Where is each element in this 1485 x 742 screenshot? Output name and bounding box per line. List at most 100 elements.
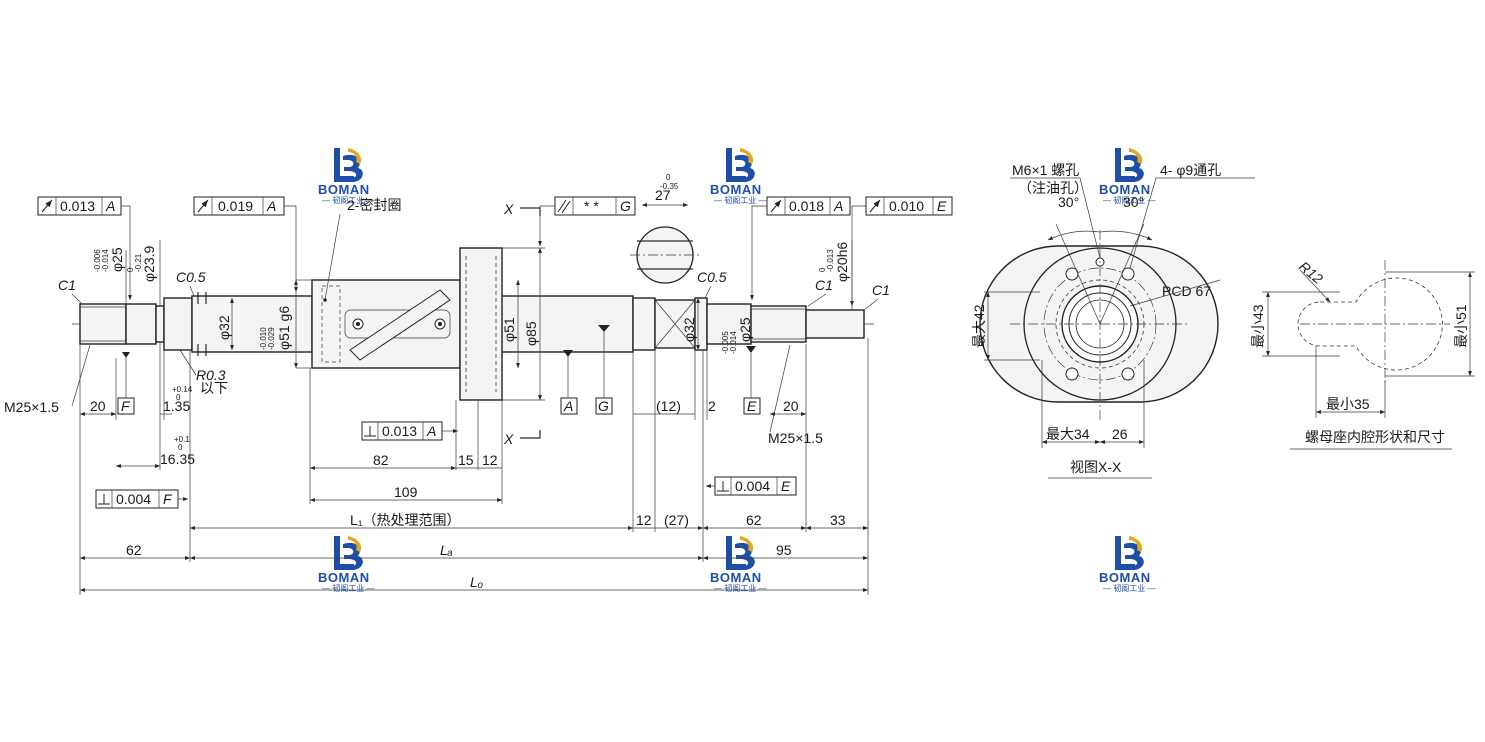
svg-text:82: 82: [373, 452, 389, 468]
svg-text:X: X: [503, 431, 514, 447]
boman-logo-5: BOMAN — 韧阁工业 —: [710, 536, 766, 593]
svg-text:-0.005: -0.005: [721, 331, 730, 354]
svg-text:12: 12: [482, 452, 498, 468]
svg-text:BOMAN: BOMAN: [1099, 182, 1151, 197]
svg-text:62: 62: [746, 512, 762, 528]
svg-text:20: 20: [90, 398, 106, 414]
svg-text:φ20h6: φ20h6: [834, 242, 850, 282]
svg-text:0.004: 0.004: [735, 478, 770, 494]
svg-text:15: 15: [458, 452, 474, 468]
svg-text:-0.014: -0.014: [101, 249, 110, 272]
svg-text:— 韧阁工业 —: — 韧阁工业 —: [1103, 583, 1155, 593]
svg-text:PCD 67: PCD 67: [1162, 283, 1211, 299]
tol-frame-runout-mid: 0.019 A: [193, 196, 298, 292]
svg-text:G: G: [598, 398, 609, 414]
svg-text:E: E: [937, 198, 947, 214]
svg-text:A: A: [833, 198, 843, 214]
seal-label: 2-密封圈: [347, 197, 401, 213]
svg-text:最大34: 最大34: [1046, 426, 1090, 442]
svg-text:R0.3: R0.3: [196, 367, 226, 383]
svg-text:0.004: 0.004: [116, 491, 151, 507]
svg-text:φ32: φ32: [681, 317, 697, 342]
svg-text:-0.35: -0.35: [660, 182, 679, 191]
svg-text:C0.5: C0.5: [176, 269, 206, 285]
svg-text:A: A: [266, 198, 276, 214]
svg-text:BOMAN: BOMAN: [318, 182, 370, 197]
svg-text:X: X: [503, 201, 514, 217]
svg-text:-0.013: -0.013: [826, 249, 835, 272]
svg-text:Lₐ: Lₐ: [440, 542, 453, 558]
svg-text:20: 20: [783, 398, 799, 414]
svg-text:C1: C1: [815, 277, 833, 293]
svg-text:16.35: 16.35: [160, 451, 195, 467]
tol-frame-runout-left: 0.013 A: [37, 196, 132, 300]
svg-text:— 韧阁工业 —: — 韧阁工业 —: [322, 583, 374, 593]
tol-frame-perp-left: 0.004 F: [95, 489, 188, 509]
length-dims: 20 1.35 +0.14 0 16.35 +0.1 0 82 15 12 10…: [79, 338, 869, 595]
view-x-title: 视图X-X: [1070, 459, 1122, 475]
svg-text:BOMAN: BOMAN: [318, 570, 370, 585]
svg-text:109: 109: [394, 484, 418, 500]
svg-text:12: 12: [636, 512, 652, 528]
svg-text:M25×1.5: M25×1.5: [4, 399, 59, 415]
svg-text:C1: C1: [872, 282, 890, 298]
svg-text:-0.006: -0.006: [93, 249, 102, 272]
svg-text:φ25: φ25: [109, 247, 125, 272]
svg-text:M25×1.5: M25×1.5: [768, 430, 823, 446]
svg-text:最大42: 最大42: [971, 304, 987, 348]
svg-text:A: A: [563, 398, 573, 414]
boman-logo-6: BOMAN — 韧阁工业 —: [1099, 536, 1155, 593]
dim-flat-27: 27: [655, 187, 671, 203]
svg-text:M6×1 螺孔: M6×1 螺孔: [1012, 162, 1079, 178]
svg-text:0: 0: [666, 173, 671, 182]
svg-text:(27): (27): [664, 512, 689, 528]
shaft-labels: 2-密封圈 X X C1 C0.5 C0.5 C1 C1 R0.3 以下 M25…: [4, 197, 890, 447]
tol-frame-runout-right2: 0.010 E: [850, 196, 953, 306]
svg-text:E: E: [781, 478, 791, 494]
svg-text:0: 0: [178, 443, 183, 452]
svg-text:-0.029: -0.029: [267, 327, 276, 350]
svg-text:BOMAN: BOMAN: [1099, 570, 1151, 585]
svg-text:0.013: 0.013: [382, 423, 417, 439]
tol-frame-parallel: * * G: [538, 196, 636, 246]
svg-text:φ51: φ51: [501, 317, 517, 342]
svg-text:（注油孔）: （注油孔）: [1018, 180, 1088, 196]
svg-text:0: 0: [176, 393, 181, 402]
svg-text:-0.014: -0.014: [729, 331, 738, 354]
svg-text:-0.010: -0.010: [259, 327, 268, 350]
tol-frame-perp-right: 0.004 E: [706, 476, 797, 496]
svg-text:62: 62: [126, 542, 142, 558]
boman-logo-2: BOMAN — 韧阁工业 —: [710, 148, 766, 205]
svg-text:2: 2: [708, 398, 716, 414]
svg-text:BOMAN: BOMAN: [710, 182, 762, 197]
svg-text:A: A: [105, 198, 115, 214]
svg-text:A: A: [426, 423, 436, 439]
boman-logo-3: BOMAN — 韧阁工业 —: [1099, 148, 1155, 205]
svg-text:— 韧阁工业 —: — 韧阁工业 —: [1103, 195, 1155, 205]
flat-section-view: 27 0 -0.35: [630, 173, 700, 284]
svg-text:0.013: 0.013: [60, 198, 95, 214]
svg-text:φ51 g6: φ51 g6: [276, 306, 292, 350]
svg-text:φ85: φ85: [523, 321, 539, 346]
svg-text:F: F: [121, 398, 131, 414]
diameter-dims: -0.006 -0.014 φ25 0 -0.21 φ23.9 φ32 -0.0…: [93, 240, 853, 401]
svg-text:— 韧阁工业 —: — 韧阁工业 —: [714, 583, 766, 593]
boman-logo-4: BOMAN — 韧阁工业 —: [318, 536, 374, 593]
svg-text:φ25: φ25: [737, 317, 753, 342]
ball-screw-shaft: [72, 247, 875, 401]
svg-text:(12): (12): [656, 398, 681, 414]
svg-text:F: F: [163, 491, 173, 507]
svg-text:φ32: φ32: [216, 315, 232, 340]
boman-logo-1: BOMAN — 韧阁工业 —: [318, 148, 374, 205]
svg-text:最小43: 最小43: [1250, 304, 1266, 348]
svg-text:4- φ9通孔: 4- φ9通孔: [1160, 162, 1221, 178]
svg-text:G: G: [620, 198, 631, 214]
svg-text:R12: R12: [1296, 258, 1326, 287]
svg-text:30°: 30°: [1123, 194, 1144, 210]
svg-text:95: 95: [776, 542, 792, 558]
svg-text:0.018: 0.018: [789, 198, 824, 214]
svg-text:— 韧阁工业 —: — 韧阁工业 —: [322, 195, 374, 205]
svg-text:BOMAN: BOMAN: [710, 570, 762, 585]
svg-text:+0.14: +0.14: [172, 385, 193, 394]
